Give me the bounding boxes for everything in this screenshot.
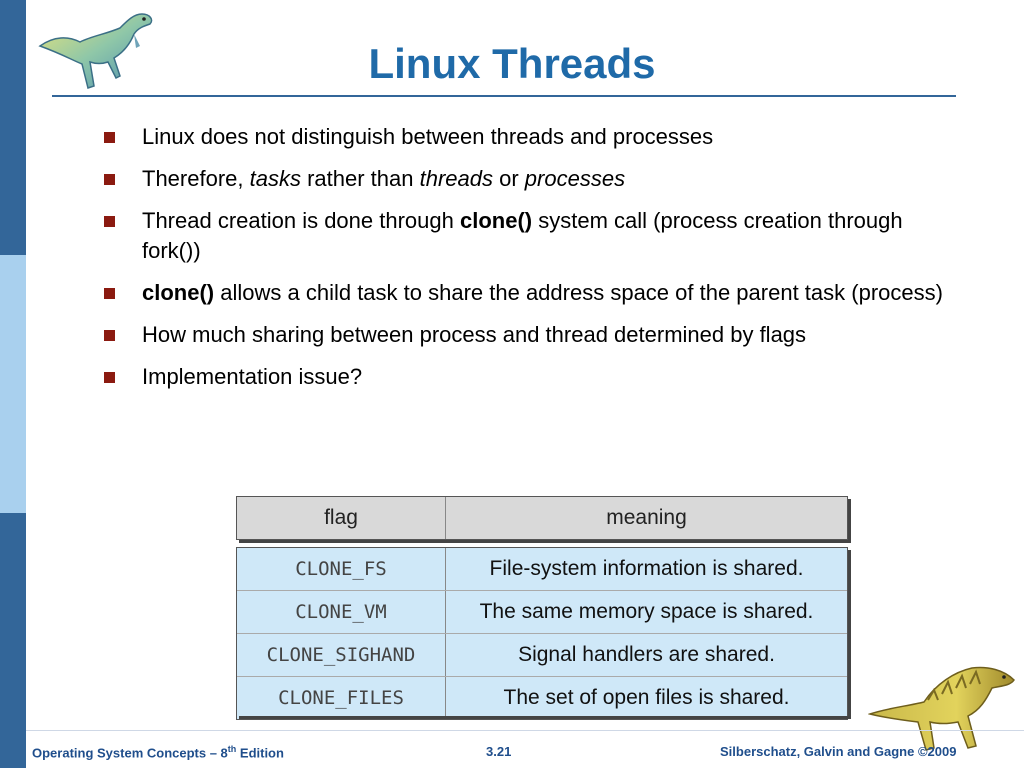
dinosaur-icon (38, 13, 153, 89)
meaning-cell: The same memory space is shared. (479, 600, 814, 623)
bullet-square-icon (104, 216, 115, 227)
bullet-list: Linux does not distinguish between threa… (104, 122, 944, 404)
header-flag: flag (237, 497, 446, 539)
left-stripe-top (0, 0, 26, 255)
bullet-square-icon (104, 372, 115, 383)
footer-title-prefix: Operating System Concepts – 8 (32, 745, 228, 761)
bullet-text: allows a child task to share the address… (214, 280, 943, 305)
bullet-text: How much sharing between process and thr… (142, 322, 807, 347)
bullet-square-icon (104, 288, 115, 299)
bullet-item: Linux does not distinguish between threa… (104, 122, 944, 152)
bullet-text: threads (419, 166, 493, 191)
bullet-text: rather than (300, 166, 420, 191)
table-row: CLONE_FS File-system information is share… (237, 548, 847, 591)
bullet-text: processes (524, 166, 626, 191)
flag-cell: CLONE_FS (237, 548, 446, 590)
flags-table-body: CLONE_FS File-system information is share… (236, 547, 848, 720)
footer-title-sup: th (227, 744, 237, 754)
table-body-shadow (239, 716, 851, 719)
footer-page-number: 3.21 (486, 744, 512, 759)
flags-table-header: flag meaning (236, 496, 848, 540)
table-row: CLONE_SIGHAND Signal handlers are shared. (237, 634, 847, 677)
slide-title: Linux Threads (368, 40, 656, 87)
table-header-shadow (239, 540, 851, 543)
bullet-text: clone() (459, 208, 533, 233)
meaning-cell: Signal handlers are shared. (518, 643, 775, 666)
left-stripe-bottom (0, 513, 26, 768)
bullet-square-icon (104, 132, 115, 143)
bullet-square-icon (104, 330, 115, 341)
bullet-item: Thread creation is done through clone() … (104, 206, 944, 266)
flag-cell: CLONE_FILES (237, 677, 446, 719)
footer-authors: Silberschatz, Galvin and Gagne ©2009 (720, 744, 957, 759)
bullet-text: Therefore, (142, 166, 250, 191)
bullet-text: clone() (142, 280, 215, 305)
meaning-cell: File-system information is shared. (489, 557, 804, 580)
bullet-text: Thread creation is done through (142, 208, 460, 233)
bullet-text: Implementation issue? (142, 364, 363, 389)
bullet-item: Therefore, tasks rather than threads or … (104, 164, 944, 194)
footer-rule (26, 730, 1024, 731)
bullet-text: system call (process creation through fo… (142, 208, 903, 263)
footer-book-title: Operating System Concepts – 8th Edition (32, 744, 284, 760)
table-row: CLONE_VM The same memory space is shared. (237, 591, 847, 634)
dinosaur-icon (868, 666, 1015, 751)
bullet-text: Linux does not distinguish between threa… (142, 124, 714, 149)
bullet-text: or (493, 166, 525, 191)
footer-title-suffix: Edition (236, 745, 284, 761)
flag-cell: CLONE_VM (237, 591, 446, 633)
table-header-shadow-side (848, 499, 851, 543)
bullet-square-icon (104, 174, 115, 185)
table-row: CLONE_FILES The set of open files is shar… (237, 677, 847, 719)
bullet-item: How much sharing between process and thr… (104, 320, 944, 350)
title-underline (52, 95, 956, 97)
bullet-text: tasks (249, 166, 301, 191)
header-meaning: meaning (606, 506, 687, 529)
meaning-cell: The set of open files is shared. (503, 686, 790, 709)
flag-cell: CLONE_SIGHAND (237, 634, 446, 676)
table-body-shadow-side (848, 550, 851, 718)
bullet-item: clone() allows a child task to share the… (104, 278, 944, 308)
left-stripe-middle (0, 255, 26, 513)
bullet-item: Implementation issue? (104, 362, 944, 392)
